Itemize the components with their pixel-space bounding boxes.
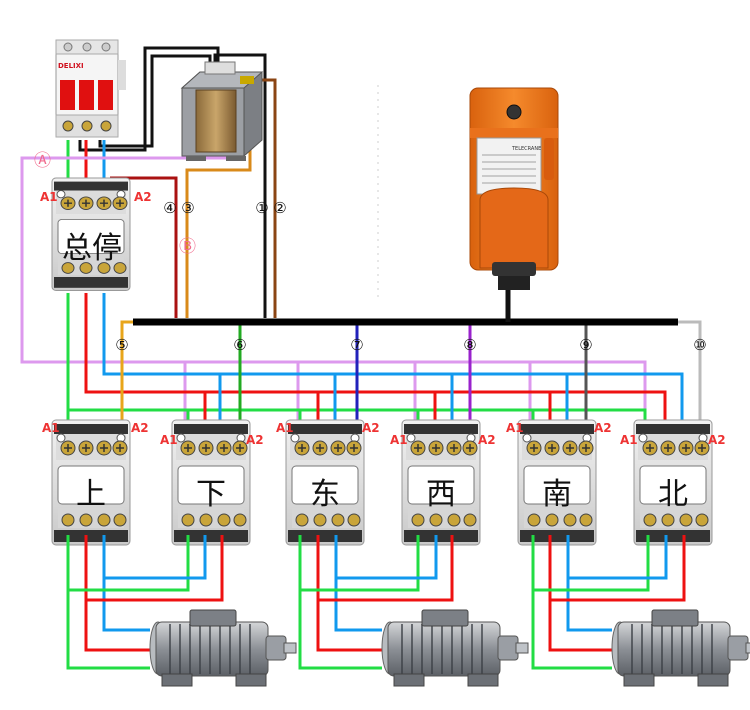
contactor-south: 南 — [517, 419, 597, 546]
marker-b: Ⓑ — [179, 237, 196, 257]
terminal-6: ⑥ — [233, 336, 246, 354]
terminal-3: ③ — [181, 199, 194, 217]
contactor-down: 下 — [171, 419, 251, 546]
motor-3 — [611, 609, 750, 687]
remote-control: TELECRANE — [469, 87, 559, 290]
a1-label-south: A1 — [506, 421, 524, 435]
remote-brand: TELECRANE — [511, 146, 541, 152]
a1-label-west: A1 — [390, 433, 408, 447]
control-transformer — [180, 61, 264, 161]
contactor-south-label: 南 — [542, 477, 572, 512]
terminal-4: ④ — [163, 199, 176, 217]
terminal-8: ⑧ — [463, 336, 476, 354]
circuit-breaker: DELIXI — [55, 39, 126, 138]
a1-label-down: A1 — [160, 433, 178, 447]
motor-2 — [381, 609, 529, 687]
main-stop-label: 总停 — [62, 231, 122, 266]
motor-1 — [149, 609, 297, 687]
phase-buses — [66, 293, 684, 436]
a2-label-down: A2 — [246, 433, 264, 447]
contactor-east-label: 东 — [310, 477, 340, 512]
contactor-down-label: 下 — [196, 477, 226, 512]
motor-wires-3 — [531, 535, 686, 670]
a1-label-east: A1 — [276, 421, 294, 435]
a1-label-main: A1 — [40, 190, 58, 204]
terminal-7: ⑦ — [350, 336, 363, 354]
contactor-west: 西 — [401, 419, 481, 546]
contactor-north-label: 北 — [658, 477, 688, 512]
contactor-west-label: 西 — [426, 477, 456, 512]
terminal-5: ⑤ — [115, 336, 128, 354]
contactor-east: 东 — [285, 419, 365, 546]
a2-label-up: A2 — [131, 421, 149, 435]
contactor-up-label: 上 — [76, 477, 106, 512]
motor-wires-2 — [298, 535, 454, 670]
contactor-north: 北 — [633, 419, 713, 546]
motor-wires-1 — [66, 535, 224, 670]
terminal-1: ① — [255, 199, 268, 217]
transformer-wires — [78, 46, 277, 318]
a2-label-south: A2 — [594, 421, 612, 435]
a2-label-east: A2 — [362, 421, 380, 435]
contactor-up: 上 — [51, 419, 131, 546]
a2-label-north: A2 — [708, 433, 726, 447]
a2-label-main: A2 — [134, 190, 152, 204]
marker-a: Ⓐ — [34, 151, 51, 171]
a1-label-up: A1 — [42, 421, 60, 435]
terminal-10: ⑩ — [693, 336, 706, 354]
a1-label-north: A1 — [620, 433, 638, 447]
a2-label-west: A2 — [478, 433, 496, 447]
terminal-2: ② — [273, 199, 286, 217]
control-signal-wires — [120, 320, 702, 436]
terminal-9: ⑨ — [579, 336, 592, 354]
breaker-brand: DELIXI — [58, 62, 84, 70]
